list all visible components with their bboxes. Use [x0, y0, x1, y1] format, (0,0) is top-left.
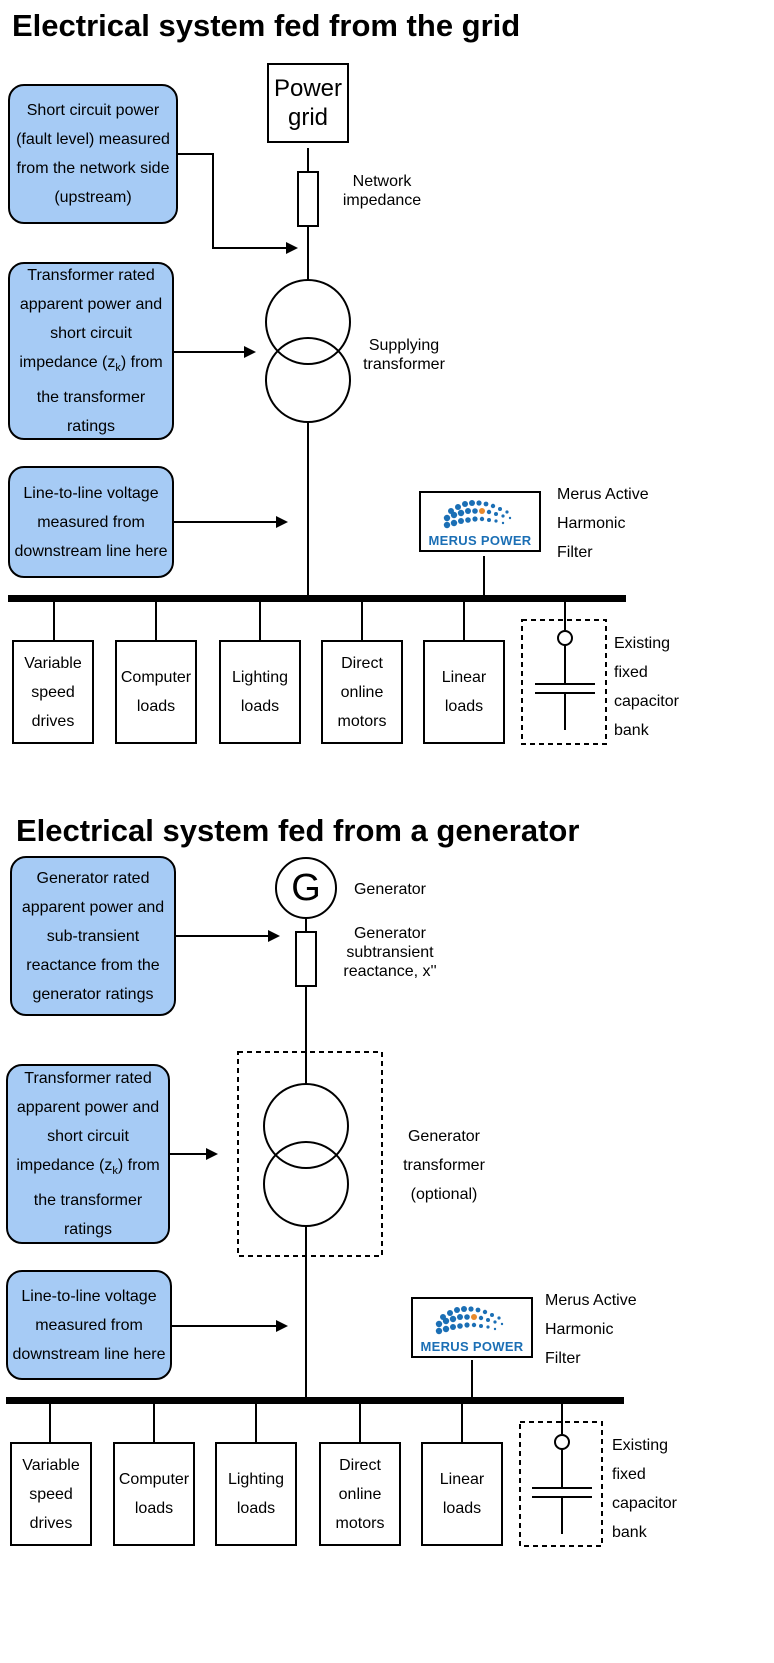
gen-transformer-upper-winding — [263, 1083, 349, 1169]
load-direct-online-motors: Direct online motors — [321, 640, 403, 744]
generator-wiring — [49, 917, 603, 1547]
supplying-transformer-label: Supplying transformer — [363, 337, 445, 373]
note-transformer-ratings-text: Transformer rated apparent power and sho… — [19, 266, 163, 436]
capacitor-bank-dashed-frame — [521, 619, 607, 745]
network-impedance-symbol — [297, 171, 319, 227]
load-variable-speed-drives: Variable speed drives — [12, 640, 94, 744]
note-gen-transformer-ratings: Transformer rated apparent power and sho… — [6, 1064, 170, 1244]
gen-capacitor-fuse-symbol — [554, 1433, 570, 1450]
capacitor-bank-label: Existing fixed capacitor bank — [614, 635, 679, 739]
gen-merus-filter-label: Merus Active Harmonic Filter — [545, 1292, 637, 1367]
generator-transformer-label: Generator transformer (optional) — [403, 1128, 485, 1203]
power-grid-box: Power grid — [267, 63, 349, 143]
subtransient-reactance-label: Generator subtransient reactance, x'' — [343, 925, 437, 980]
gen-capacitor-bank-label: Existing fixed capacitor bank — [612, 1437, 677, 1541]
gen-load-lighting: Lighting loads — [215, 1442, 297, 1546]
generator-transformer-dashed-frame — [237, 1051, 383, 1257]
gen-transformer-lower-winding — [263, 1141, 349, 1227]
note-line-voltage-text: Line-to-line voltage measured from downs… — [14, 484, 168, 560]
load-computer: Computer loads — [115, 640, 197, 744]
gen-load-variable-speed-drives: Variable speed drives — [10, 1442, 92, 1546]
merus-power-logo: MERUS POWER — [419, 491, 541, 552]
capacitor-fuse-symbol — [557, 629, 573, 646]
gen-merus-logo-dots — [435, 1306, 504, 1335]
gen-merus-logo-text: MERUS POWER — [420, 1339, 524, 1354]
grid-section-title: Electrical system fed from the grid — [12, 8, 521, 43]
merus-logo-text: MERUS POWER — [428, 533, 532, 548]
load-linear: Linear loads — [423, 640, 505, 744]
gen-load-direct-online-motors: Direct online motors — [319, 1442, 401, 1546]
network-impedance-label: Network impedance — [342, 173, 422, 209]
generator-section-title: Electrical system fed from a generator — [16, 813, 580, 848]
generator-label: Generator — [353, 881, 427, 898]
gen-load-computer: Computer loads — [113, 1442, 195, 1546]
merus-logo-dots — [443, 500, 512, 529]
transformer-lower-winding — [265, 337, 351, 423]
merus-filter-label: Merus Active Harmonic Filter — [557, 486, 649, 561]
gen-load-linear: Linear loads — [421, 1442, 503, 1546]
note-gen-line-voltage: Line-to-line voltage measured from downs… — [6, 1270, 172, 1380]
note-short-circuit-power-text: Short circuit power (fault level) measur… — [16, 102, 170, 206]
note-line-voltage: Line-to-line voltage measured from downs… — [8, 466, 174, 578]
generator-symbol: G — [275, 857, 337, 919]
grid-wiring — [53, 148, 607, 745]
grid-busbar — [8, 595, 626, 602]
gen-merus-power-logo: MERUS POWER — [411, 1297, 533, 1358]
note-gen-line-voltage-text: Line-to-line voltage measured from downs… — [12, 1287, 166, 1363]
note-transformer-ratings: Transformer rated apparent power and sho… — [8, 262, 174, 440]
note-short-circuit-power: Short circuit power (fault level) measur… — [8, 84, 178, 224]
note-generator-ratings-text: Generator rated apparent power and sub-t… — [21, 869, 165, 1003]
subtransient-reactance-symbol — [295, 931, 317, 987]
note-generator-ratings: Generator rated apparent power and sub-t… — [10, 856, 176, 1016]
load-lighting: Lighting loads — [219, 640, 301, 744]
transformer-upper-winding — [265, 279, 351, 365]
arrow-short-circuit-power — [177, 153, 298, 254]
note-gen-transformer-ratings-text: Transformer rated apparent power and sho… — [16, 1069, 160, 1239]
generator-busbar — [6, 1397, 624, 1404]
